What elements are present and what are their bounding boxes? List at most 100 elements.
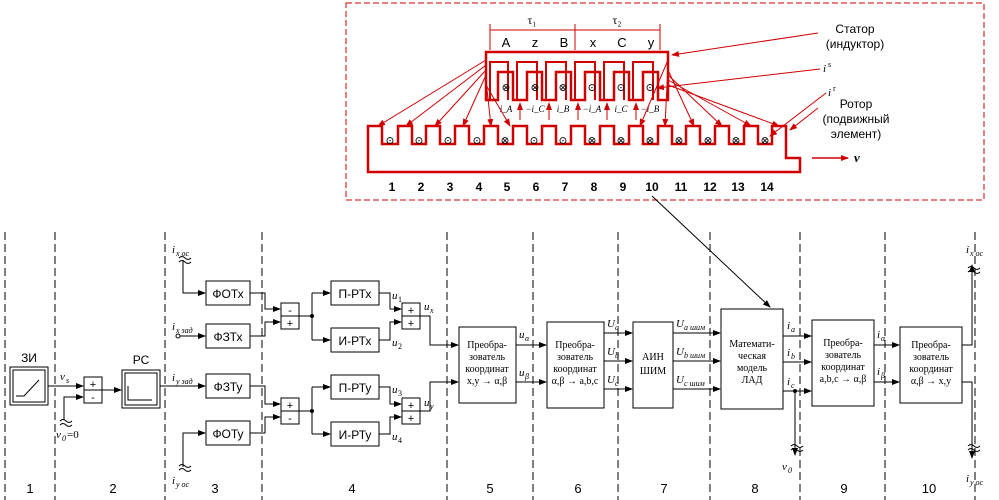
sig-ixzad: i [172,321,175,333]
sig-uy-sub: y [429,402,434,411]
rotor-tooth-number: 5 [504,180,511,194]
sig-Uash-sub: a шим [684,323,705,332]
phase-labels: A z B x C y [502,35,655,50]
rotor-tooth-number: 12 [703,180,717,194]
section-number: 8 [751,481,758,496]
flux-arrow [485,84,511,127]
rs-label: РС [133,353,150,367]
sig-ux: u [424,301,430,313]
block-9-label: зователь [825,350,861,361]
sig-uy: u [424,397,430,409]
block-8-label: модель [737,363,768,374]
sig-u1-sub: 1 [398,295,402,304]
flux-arrow [377,59,487,127]
rotor-slot-mark: ⊗ [760,135,769,147]
block-10-label: зователь [913,352,949,363]
rotor-slot-mark: ⊙ [385,135,394,147]
section-number: 3 [211,481,218,496]
sig-iyzad-sub: y зад [175,377,193,386]
sig-iyoc-sub: y oc [175,480,190,489]
flux-arrow [434,69,487,127]
block-7-label: АИН [642,352,664,363]
rotor-label-sub2: элемент) [831,127,882,141]
rotor-tooth-number: 3 [447,180,454,194]
rotor-slot-mark: ⊗ [674,135,683,147]
block-10 [899,326,963,404]
stator-current-label: i_B [557,104,570,114]
block-10-label: координат [909,364,953,375]
section-number: 9 [840,481,847,496]
sig-Ubsh-sub: b шим [684,351,705,360]
sig-Ub-sub: b [615,351,619,360]
stator-current-label: −i_A [583,104,602,114]
rotor-tooth-number: 13 [731,180,745,194]
sig-ia-sub: a [791,325,795,334]
block-10-label: α,β → x,y [911,376,951,387]
sig-Ub: U [607,346,616,358]
block-5-label: x,y → α,β [467,376,507,387]
sig-ic-sub: c [791,381,795,390]
sig-Ubsh: U [676,346,685,358]
rotor-slot-mark: ⊙ [472,135,481,147]
block-6-label: координат [553,364,597,375]
block-8-label: Математи- [729,339,774,350]
flux-arrow [667,74,723,127]
stator-current-label: i_A [500,104,513,114]
phase-label: C [617,35,626,50]
stator-current-label: −i_C [525,104,545,114]
is-label: i [823,63,826,75]
rotor-slot-mark: ⊗ [645,135,654,147]
stator-slot-mark: ⊙ [645,82,654,94]
block-6-label: зователь [557,352,593,363]
sig-ixoc-out-sub: x oc [969,249,984,258]
sig-ial-sub: α [881,334,886,343]
model-leader [651,195,771,308]
rotor-slot-mark: ⊗ [731,135,740,147]
rotor-slot-mark: ⊙ [443,135,452,147]
sig-Uash: U [676,318,685,330]
block-5-label: координат [465,364,509,375]
stator-slot-mark: ⊗ [558,82,567,94]
stator-current-label: −i_B [641,104,660,114]
rotor-label-sub: (подвижный [823,112,890,126]
sig-ia: i [787,320,790,332]
stator-slot-mark: ⊙ [587,82,596,94]
flux-arrow [485,79,494,127]
irty-label: И-РТу [339,428,372,442]
section-numbers: 1 2 3 4 5 6 7 8 9 10 [26,481,936,496]
rotor-slot-marks: ⊙⊙⊙⊙⊗⊙⊙⊗⊗⊗⊗⊗⊗⊗ [385,135,769,147]
sig-u4: u [392,431,398,443]
flux-arrow [405,64,487,127]
sig-ua: u [519,329,525,341]
sig-ixoc: i [172,244,175,256]
sig-iyoc: i [172,475,175,487]
rotor-label: Ротор [840,97,873,111]
section-number: 10 [922,481,936,496]
sig-iyoc-out-sub: y oc [969,478,984,487]
fotx-label: ФОТх [212,287,243,301]
block-10-label: Преобра- [911,340,951,351]
sig-ibe: i [877,366,880,378]
sig-ixzad-sub: x зад [175,326,193,335]
ir-label: i [828,87,831,99]
phase-label: y [648,35,655,50]
sig-ub: u [519,367,525,379]
stator-label-sub: (индуктор) [826,37,884,51]
prtx-label: П-РТх [339,287,372,301]
sig-ub-sub: β [524,372,529,381]
section-number: 6 [574,481,581,496]
sig-ux-sub: x [429,306,434,315]
zi-label: ЗИ [21,351,37,365]
sig-ib: i [787,347,790,359]
flux-arrow [662,64,669,127]
rotor-tooth-number: 8 [591,180,598,194]
block-6-label: α,β → a,b,c [552,376,599,387]
ir-sup: r [833,84,836,93]
sig-Uc-sub: c [615,379,619,388]
sig-ixoc-out: i [966,244,969,256]
phase-label: z [532,35,539,50]
rotor-slot-mark: ⊗ [616,135,625,147]
flux-arrows [377,59,780,127]
fztx-label: ФЗТх [214,330,243,344]
